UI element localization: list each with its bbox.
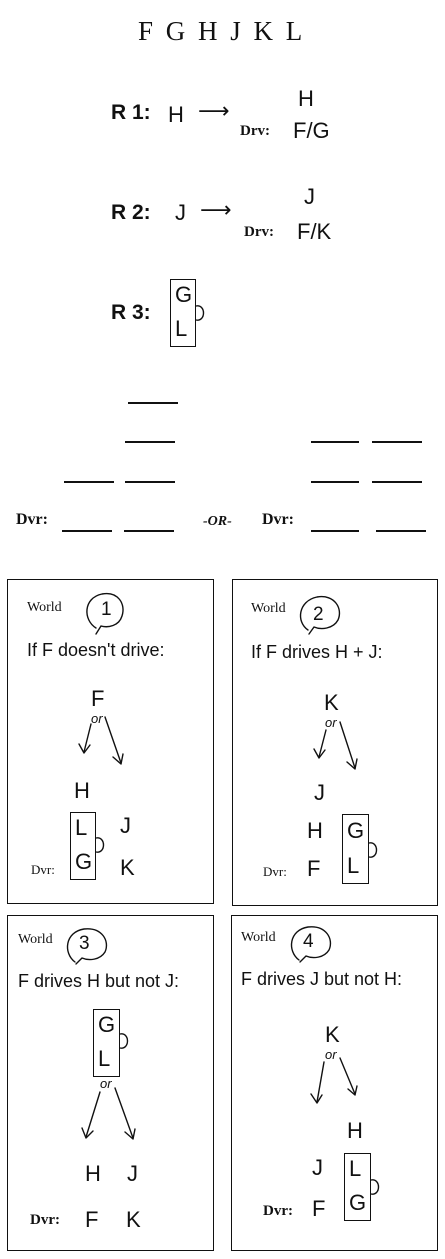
world-3-pair-bottom: L (98, 1046, 111, 1071)
slot-blank (64, 481, 114, 483)
rule-1-label: R 1: (111, 101, 151, 124)
world-3-pair-top: G (98, 1012, 116, 1037)
rule-3-bottom: L (175, 316, 188, 341)
world-1-box (7, 579, 214, 904)
rule-2-label: R 2: (111, 201, 151, 224)
world-4-or: or (325, 1047, 337, 1062)
world-3-box (7, 915, 214, 1251)
world-2-box (232, 579, 438, 906)
world-2-label: World (251, 601, 286, 616)
world-2-number: 2 (313, 604, 324, 625)
dvr-label: Dvr: (262, 511, 294, 528)
slot-blank (124, 530, 174, 532)
world-3-condition: F drives H but not J: (18, 971, 180, 991)
world-4-left-1: J (312, 1155, 323, 1180)
slot-blank (125, 441, 175, 443)
world-2-pair-bottom: L (347, 853, 360, 878)
world-3-label: World (18, 932, 53, 947)
world-1-side-2: K (120, 855, 135, 880)
slot-blank (311, 530, 359, 532)
rule-1-drv-label: Drv: (240, 123, 270, 139)
world-1-top: F (91, 686, 105, 711)
world-2-stack-2: H (307, 818, 323, 843)
world-1-or: or (91, 711, 103, 726)
slot-blank (311, 441, 359, 443)
rule-3-label: R 3: (111, 301, 151, 324)
world-1-number: 1 (101, 599, 112, 620)
dvr-label: Dvr: (16, 511, 48, 528)
world-1-condition: If F doesn't drive: (27, 640, 165, 660)
slot-blank (372, 481, 422, 483)
world-3-or: or (100, 1076, 112, 1091)
world-1-side-1: J (120, 813, 131, 838)
world-1-dvr: Dvr: (31, 862, 55, 877)
world-4-condition: F drives J but not H: (241, 969, 403, 989)
world-3-bottom-1: F (85, 1207, 99, 1232)
rule-2-drv-value: F/K (297, 219, 332, 244)
rule-3-top: G (175, 282, 193, 307)
slot-blank (372, 441, 422, 443)
world-2-dvr: Dvr: (263, 864, 287, 879)
world-1-pair-bottom: G (75, 849, 93, 874)
world-1-pair-top: L (75, 815, 88, 840)
rule-2-top: J (304, 184, 315, 209)
world-4-box (231, 915, 438, 1251)
world-4-pair-top: L (349, 1156, 362, 1181)
world-3-bottom-2: K (126, 1207, 141, 1232)
world-2-or: or (325, 715, 337, 730)
slot-blank (128, 402, 178, 404)
slot-blank (311, 481, 359, 483)
rule-1-drv-value: F/G (293, 118, 330, 143)
rule-1-left: H (168, 102, 184, 127)
world-2-top: K (324, 690, 339, 715)
world-2-stack-1: J (314, 780, 325, 805)
world-3-dvr: Dvr: (30, 1212, 60, 1228)
rule-2-drv-label: Drv: (244, 224, 274, 240)
world-4-top: K (325, 1022, 340, 1047)
or-separator: -OR- (203, 514, 232, 529)
arrow-right-icon: ⟶ (200, 198, 232, 223)
world-3-number: 3 (79, 933, 90, 954)
world-4-number: 4 (303, 931, 314, 952)
world-4-pair-bottom: G (349, 1190, 367, 1215)
world-4-dvr: Dvr: (263, 1203, 293, 1219)
world-2-condition: If F drives H + J: (251, 642, 383, 662)
rule-1-top: H (298, 86, 314, 111)
rule-2-left: J (175, 200, 186, 225)
slot-blank (125, 481, 175, 483)
world-4-label: World (241, 930, 276, 945)
world-1-stack-1: H (74, 778, 90, 803)
world-1-label: World (27, 600, 62, 615)
world-2-pair-top: G (347, 818, 365, 843)
page-title: F G H J K L (138, 16, 306, 46)
arrow-right-icon: ⟶ (198, 99, 230, 124)
world-4-left-2: F (312, 1196, 326, 1221)
pair-hook-icon (195, 305, 205, 321)
world-4-stack-1: H (347, 1118, 363, 1143)
world-2-stack-3: F (307, 856, 321, 881)
world-3-col-1: H (85, 1161, 101, 1186)
slot-blank (62, 530, 112, 532)
world-3-col-2: J (127, 1161, 138, 1186)
slot-blank (376, 530, 426, 532)
